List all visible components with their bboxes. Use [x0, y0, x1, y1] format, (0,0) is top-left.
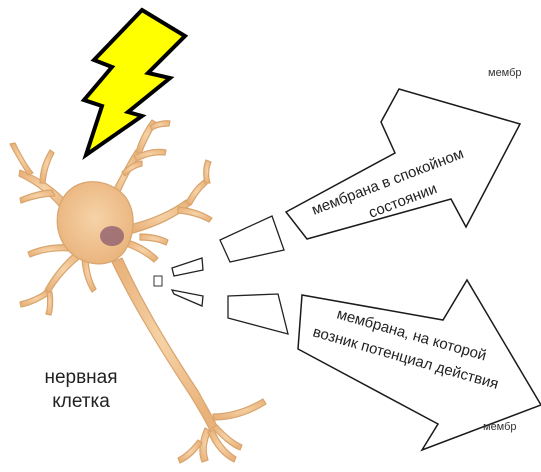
- cut-label-bottom: мембр: [483, 421, 517, 433]
- lightning-bolt-icon: [84, 10, 185, 155]
- cut-label-top: мембр: [488, 67, 522, 79]
- zoom-rays: [172, 216, 288, 334]
- cell-nucleus: [100, 226, 124, 246]
- membrane-detail-box: [154, 276, 162, 286]
- nerve-cell-label-text: нервная клетка: [44, 367, 117, 412]
- nerve-cell-label: нервная клетка: [26, 366, 136, 414]
